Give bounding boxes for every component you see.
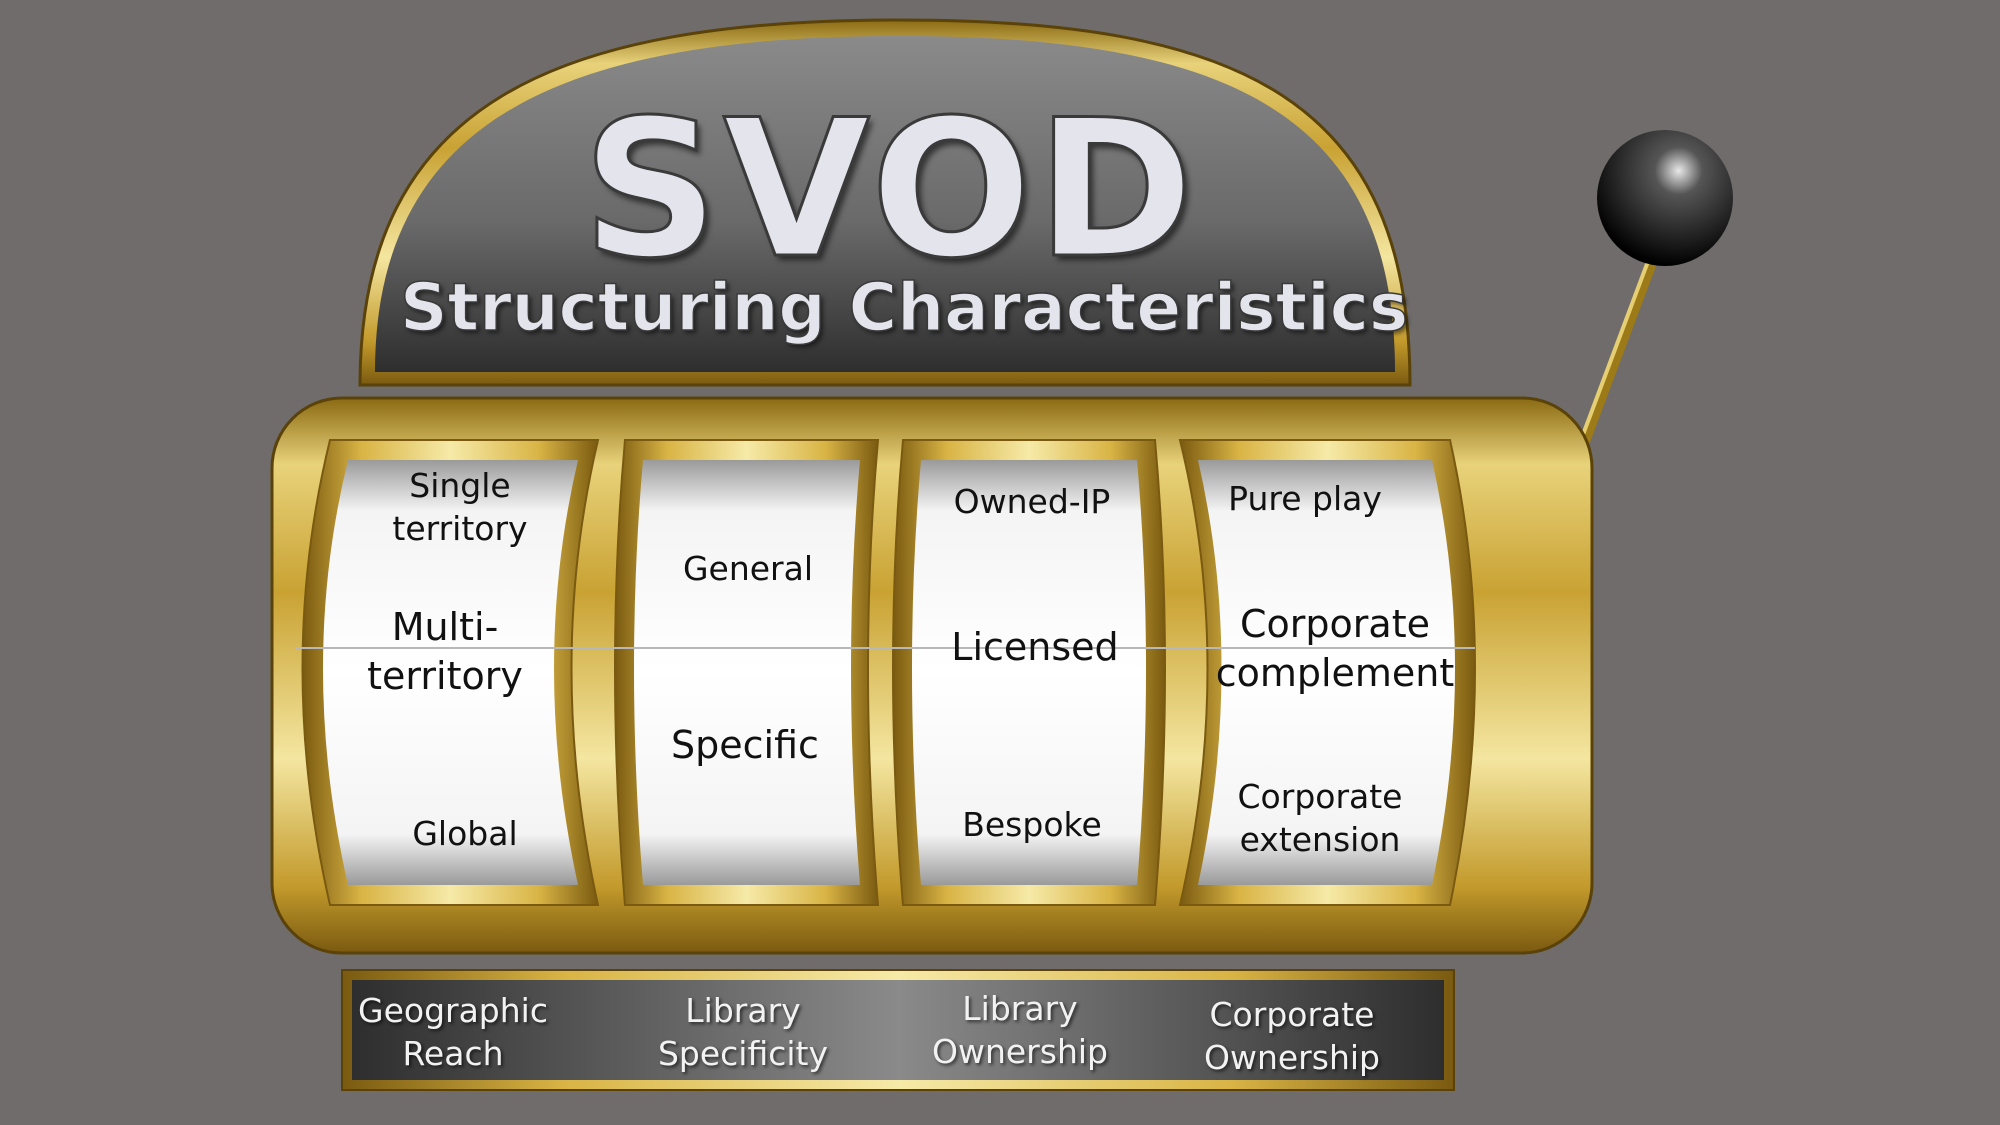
lever-knob — [1597, 130, 1733, 266]
reel-1-middle: Multi-territory — [367, 605, 523, 699]
reel-3-top: Owned-IP — [953, 482, 1111, 521]
reel-4-top: Pure play — [1228, 479, 1382, 518]
reel-3-bottom: Bespoke — [962, 805, 1102, 844]
reel-1-bottom: Global — [412, 814, 518, 853]
subtitle: Structuring Characteristics — [399, 269, 1409, 346]
reel-frames — [301, 439, 1476, 906]
label-bar-panel — [352, 980, 1444, 1080]
reel-2-bottom: Specific — [671, 723, 819, 767]
reel-2-top: General — [682, 549, 814, 588]
title: SVOD — [581, 79, 1198, 300]
dome-panel — [375, 36, 1395, 372]
reel-3-middle: Licensed — [951, 625, 1119, 669]
